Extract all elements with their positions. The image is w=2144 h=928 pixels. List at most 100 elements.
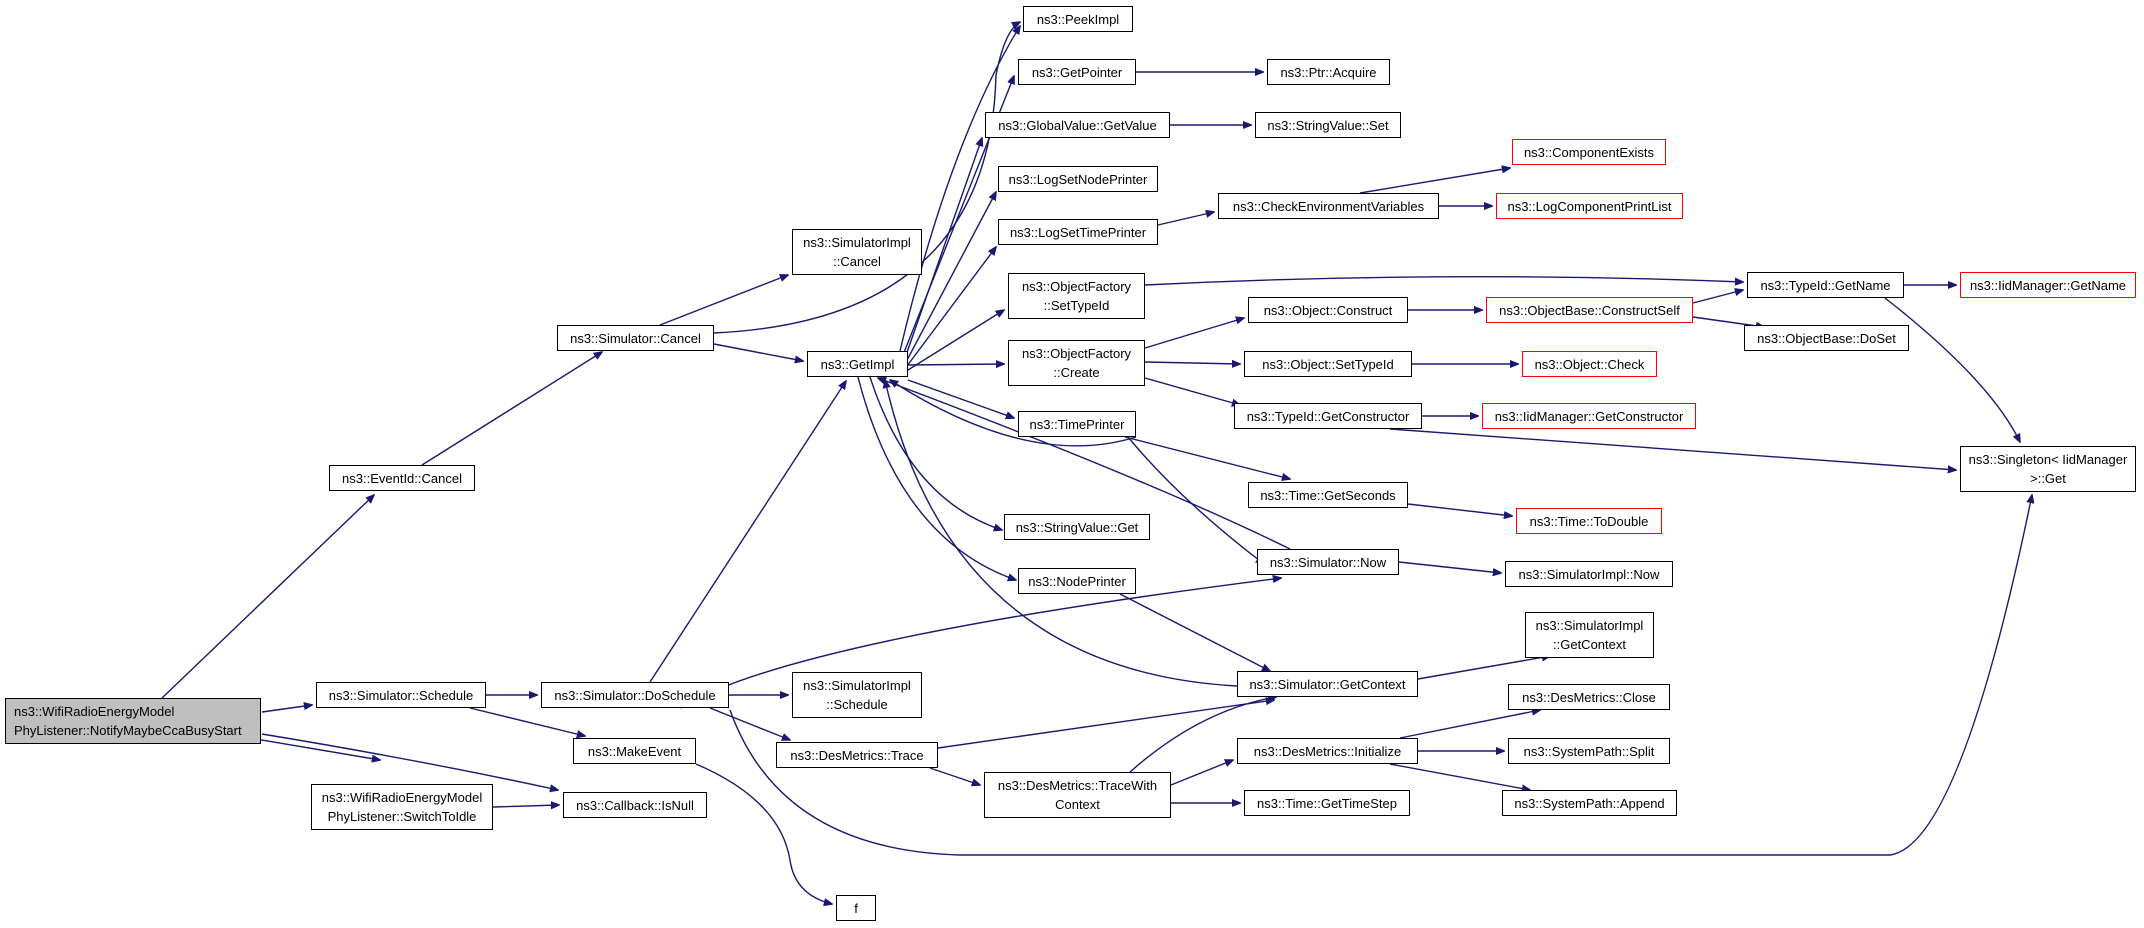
node-switch-to-idle[interactable]: ns3::WifiRadioEnergyModel PhyListener::S…	[311, 784, 493, 830]
call-edge	[937, 700, 1274, 749]
node-iidmanager-getconstructor[interactable]: ns3::IidManager::GetConstructor	[1482, 403, 1696, 429]
node-logsettimeprinter[interactable]: ns3::LogSetTimePrinter	[998, 219, 1158, 245]
node-systempath-append[interactable]: ns3::SystemPath::Append	[1502, 790, 1677, 816]
node-simimpl-getcontext[interactable]: ns3::SimulatorImpl ::GetContext	[1525, 612, 1654, 658]
node-peekimpl[interactable]: ns3::PeekImpl	[1023, 6, 1133, 32]
node-objectbase-constructself[interactable]: ns3::ObjectBase::ConstructSelf	[1486, 297, 1693, 323]
call-edge	[885, 380, 1238, 687]
call-edge	[1157, 212, 1214, 226]
node-label: ns3::ObjectBase::ConstructSelf	[1499, 302, 1680, 318]
node-typeid-getconstructor[interactable]: ns3::TypeId::GetConstructor	[1234, 403, 1422, 429]
call-edge	[1417, 656, 1550, 680]
node-simulator-schedule[interactable]: ns3::Simulator::Schedule	[316, 682, 486, 708]
node-desmetrics-tracewithcontext[interactable]: ns3::DesMetrics::TraceWith Context	[984, 772, 1171, 818]
node-ptr-acquire[interactable]: ns3::Ptr::Acquire	[1267, 59, 1390, 85]
node-label: ns3::Object::Construct	[1263, 302, 1393, 318]
node-stringvalue-get[interactable]: ns3::StringValue::Get	[1004, 514, 1150, 540]
call-edge	[878, 378, 1291, 550]
node-object-check[interactable]: ns3::Object::Check	[1522, 351, 1657, 377]
node-eventid-cancel[interactable]: ns3::EventId::Cancel	[329, 465, 475, 491]
call-edge	[890, 380, 1137, 447]
node-simulator-now[interactable]: ns3::Simulator::Now	[1257, 549, 1399, 575]
node-timeprinter[interactable]: ns3::TimePrinter	[1018, 411, 1136, 437]
call-edge	[469, 707, 585, 736]
node-callback-isnull[interactable]: ns3::Callback::IsNull	[563, 792, 707, 818]
node-logcomponentprintlist[interactable]: ns3::LogComponentPrintList	[1496, 193, 1683, 219]
node-desmetrics-close[interactable]: ns3::DesMetrics::Close	[1508, 684, 1670, 710]
node-time-gettimestep[interactable]: ns3::Time::GetTimeStep	[1244, 790, 1410, 816]
node-typeid-getname[interactable]: ns3::TypeId::GetName	[1747, 272, 1904, 298]
node-label: PhyListener::SwitchToIdle	[327, 809, 477, 824]
node-checkenvvars[interactable]: ns3::CheckEnvironmentVariables	[1218, 193, 1439, 219]
node-label: ns3::GlobalValue::GetValue	[998, 117, 1157, 133]
node-label: ns3::Simulator::Now	[1269, 554, 1387, 570]
node-getimpl[interactable]: ns3::GetImpl	[807, 351, 908, 377]
node-objfactory-settypeid[interactable]: ns3::ObjectFactory ::SetTypeId	[1008, 273, 1145, 319]
node-label: ns3::ObjectFactory	[1021, 346, 1132, 361]
node-nodeprinter[interactable]: ns3::NodePrinter	[1018, 568, 1136, 594]
node-iidmanager-getname[interactable]: ns3::IidManager::GetName	[1960, 272, 2136, 298]
node-simulator-getcontext[interactable]: ns3::Simulator::GetContext	[1237, 671, 1418, 697]
node-simimpl-cancel[interactable]: ns3::SimulatorImpl ::Cancel	[792, 229, 922, 275]
node-componentexists[interactable]: ns3::ComponentExists	[1512, 139, 1666, 165]
call-edge	[1144, 318, 1244, 349]
node-label: ns3::DesMetrics::TraceWith	[997, 778, 1158, 793]
node-globalvalue-getvalue[interactable]: ns3::GlobalValue::GetValue	[985, 112, 1170, 138]
node-label: ::Cancel	[833, 254, 881, 269]
node-label: ns3::SimulatorImpl	[1535, 618, 1644, 633]
call-edge	[421, 352, 602, 466]
node-simulator-doschedule[interactable]: ns3::Simulator::DoSchedule	[541, 682, 729, 708]
node-simulator-cancel[interactable]: ns3::Simulator::Cancel	[557, 325, 714, 351]
call-edge	[857, 376, 1016, 580]
node-root: ns3::WifiRadioEnergyModel PhyListener::N…	[5, 698, 261, 744]
node-label: ns3::Singleton< IidManager	[1968, 452, 2128, 467]
node-objfactory-create[interactable]: ns3::ObjectFactory ::Create	[1008, 340, 1145, 386]
node-logsetnodeprinter[interactable]: ns3::LogSetNodePrinter	[998, 166, 1158, 192]
node-object-construct[interactable]: ns3::Object::Construct	[1248, 297, 1408, 323]
call-edge	[904, 138, 982, 359]
node-label: Context	[1055, 797, 1100, 812]
call-edge	[1129, 697, 1276, 773]
node-label: ::Schedule	[826, 697, 888, 712]
call-edge	[709, 707, 790, 740]
call-edge	[695, 763, 832, 904]
node-singleton-get[interactable]: ns3::Singleton< IidManager >::Get	[1960, 446, 2136, 492]
node-time-getseconds[interactable]: ns3::Time::GetSeconds	[1248, 482, 1408, 508]
node-desmetrics-initialize[interactable]: ns3::DesMetrics::Initialize	[1237, 738, 1418, 764]
node-label: ns3::WifiRadioEnergyModel	[321, 790, 483, 805]
node-object-settypeid[interactable]: ns3::Object::SetTypeId	[1244, 351, 1412, 377]
node-label: >::Get	[2030, 471, 2066, 486]
node-label: ns3::Ptr::Acquire	[1280, 64, 1377, 80]
node-label: ns3::Time::GetTimeStep	[1257, 795, 1397, 811]
node-time-todouble[interactable]: ns3::Time::ToDouble	[1516, 508, 1662, 534]
call-edge	[649, 381, 846, 683]
node-label: ns3::Callback::IsNull	[576, 797, 694, 813]
node-f[interactable]: f	[836, 895, 876, 921]
node-label: ns3::GetPointer	[1031, 64, 1123, 80]
call-edge	[899, 26, 1020, 352]
call-edge	[1399, 710, 1540, 739]
node-label: ns3::ObjectFactory	[1021, 279, 1132, 294]
node-simimpl-schedule[interactable]: ns3::SimulatorImpl ::Schedule	[792, 672, 922, 718]
call-edge	[907, 310, 1004, 371]
call-edge	[261, 733, 558, 790]
node-simimpl-now[interactable]: ns3::SimulatorImpl::Now	[1505, 561, 1673, 587]
call-edge	[907, 379, 1014, 418]
call-edge	[1398, 561, 1501, 573]
node-label: ns3::EventId::Cancel	[342, 470, 462, 486]
call-edge	[1407, 503, 1512, 516]
node-getpointer[interactable]: ns3::GetPointer	[1018, 59, 1136, 85]
node-desmetrics-trace[interactable]: ns3::DesMetrics::Trace	[776, 742, 938, 768]
node-label: f	[854, 900, 858, 916]
node-stringvalue-set[interactable]: ns3::StringValue::Set	[1255, 112, 1401, 138]
call-edge	[729, 495, 2032, 856]
node-systempath-split[interactable]: ns3::SystemPath::Split	[1508, 738, 1670, 764]
node-label: ns3::StringValue::Set	[1267, 117, 1389, 133]
node-label: ns3::SystemPath::Append	[1514, 795, 1665, 811]
node-objectbase-doset[interactable]: ns3::ObjectBase::DoSet	[1744, 325, 1909, 351]
node-makeevent[interactable]: ns3::MakeEvent	[573, 738, 696, 764]
call-edge	[249, 737, 380, 760]
call-edge	[1127, 436, 1264, 564]
node-label: ns3::SystemPath::Split	[1523, 743, 1655, 759]
